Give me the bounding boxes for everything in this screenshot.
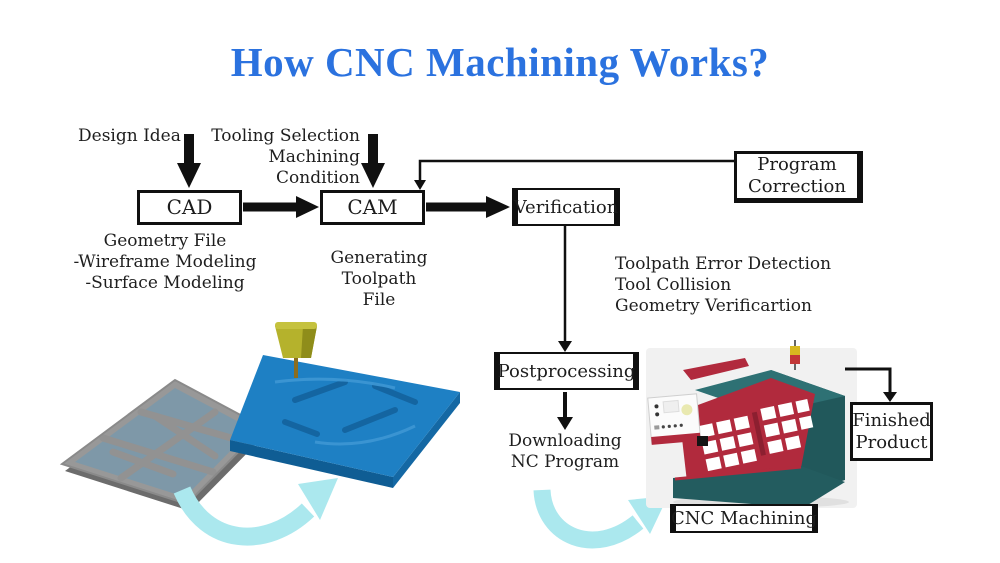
postprocessing-box: Postprocessing bbox=[494, 352, 639, 390]
arrow-design-idea-to-cad bbox=[177, 134, 201, 188]
arrow-postprocessing-to-download bbox=[557, 392, 573, 430]
tooling-line-2: Machining bbox=[268, 147, 360, 167]
arrow-cad-to-cam bbox=[243, 196, 319, 218]
generating-toolpath-notes: Generating Toolpath File bbox=[291, 248, 467, 311]
cam-simulation-image bbox=[230, 322, 460, 488]
downloading-notes: Downloading NC Program bbox=[490, 431, 640, 473]
page-title: How CNC Machining Works? bbox=[230, 39, 770, 85]
cam-label: CAM bbox=[347, 195, 398, 219]
geometry-file-notes: Geometry File -Wireframe Modeling -Surfa… bbox=[70, 231, 260, 294]
verification-note-2: Tool Collision bbox=[615, 275, 732, 295]
postprocessing-label: Postprocessing bbox=[497, 360, 636, 382]
verification-box: Verification bbox=[512, 188, 620, 226]
curved-arrow-1-icon bbox=[173, 478, 338, 546]
program-correction-box: Program Correction bbox=[734, 151, 863, 203]
cnc-machining-label: CNC Machining bbox=[670, 508, 818, 529]
arrow-cam-to-verification bbox=[426, 196, 510, 218]
geometry-line-3: -Surface Modeling bbox=[85, 273, 245, 293]
program-correction-line-1: Program bbox=[757, 154, 837, 175]
verification-note-1: Toolpath Error Detection bbox=[615, 254, 832, 274]
machine-control-panel bbox=[647, 393, 702, 445]
cad-box: CAD bbox=[137, 190, 242, 225]
arrow-machine-to-finished-product bbox=[845, 367, 897, 402]
cam-box: CAM bbox=[320, 190, 425, 225]
verification-label: Verification bbox=[513, 196, 619, 218]
geometry-line-2: -Wireframe Modeling bbox=[73, 252, 257, 272]
downloading-line-2: NC Program bbox=[510, 452, 620, 472]
cnc-machine-image bbox=[646, 340, 857, 508]
machine-front-panel bbox=[679, 378, 815, 482]
arrow-verification-to-postprocessing bbox=[558, 226, 572, 352]
finished-product-line-2: Product bbox=[855, 431, 928, 453]
finished-product-line-1: Finished bbox=[852, 409, 931, 431]
downloading-line-1: Downloading bbox=[508, 431, 622, 451]
arrow-program-correction-to-cam bbox=[414, 159, 734, 190]
design-idea-label: Design Idea bbox=[78, 126, 181, 146]
cad-label: CAD bbox=[166, 195, 213, 219]
generating-line-1: Generating Toolpath bbox=[330, 248, 428, 289]
finished-product-box: Finished Product bbox=[850, 402, 933, 461]
tooling-line-3: Condition bbox=[276, 168, 360, 188]
tooling-line-1: Tooling Selection bbox=[211, 126, 360, 146]
geometry-line-1: Geometry File bbox=[103, 231, 227, 251]
tooling-selection-label: Tooling Selection Machining Condition bbox=[205, 126, 360, 189]
verification-note-3: Geometry Verificartion bbox=[615, 296, 812, 316]
arrow-tooling-to-cam bbox=[361, 134, 385, 188]
cnc-machining-box: CNC Machining bbox=[670, 504, 818, 533]
generating-line-2: File bbox=[362, 290, 396, 310]
program-correction-line-2: Correction bbox=[748, 176, 846, 197]
verification-notes: Toolpath Error Detection Tool Collision … bbox=[615, 254, 831, 317]
